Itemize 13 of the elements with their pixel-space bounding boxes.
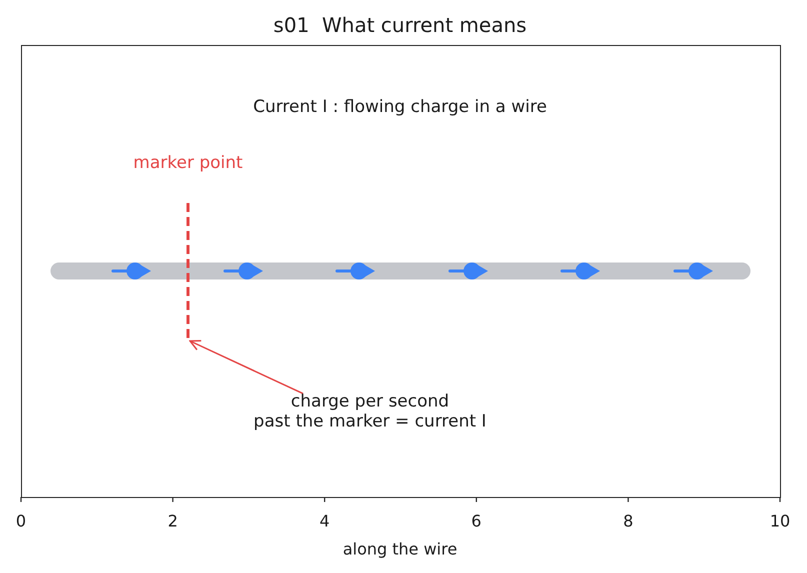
axis-label: along the wire xyxy=(342,539,458,559)
tick-label: 10 xyxy=(770,511,790,531)
tick-label: 6 xyxy=(471,511,482,531)
tick-label: 2 xyxy=(168,511,178,531)
heading-text: Current I : flowing charge in a wire xyxy=(253,96,547,118)
marker-line xyxy=(186,203,190,340)
tick-label: 4 xyxy=(320,511,330,531)
chart-title: s01 What current means xyxy=(273,13,527,37)
tick-label: 0 xyxy=(16,511,26,531)
tick-label: 8 xyxy=(623,511,634,531)
marker-label: marker point xyxy=(133,152,243,174)
annotation-text: charge per second past the marker = current I xyxy=(254,392,486,432)
leader-line xyxy=(189,340,304,394)
